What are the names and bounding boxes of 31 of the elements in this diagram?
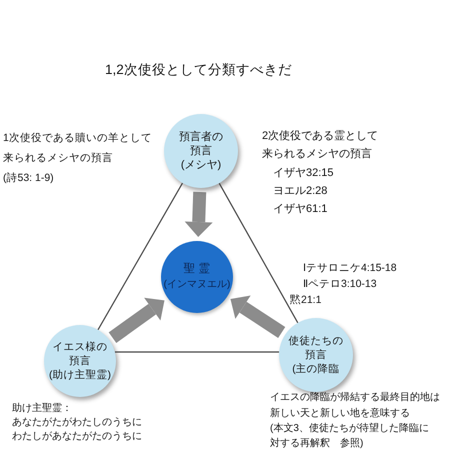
annotation-text: イエスの降臨が帰結する最終目的地は新しい天と新しい地を意味する: [270, 390, 441, 421]
node-title: 使徒たちの預言: [287, 334, 344, 362]
node-subtitle: (助け主聖霊): [49, 368, 111, 382]
node-subtitle: (主の降臨: [292, 362, 340, 376]
arrow: [230, 295, 286, 338]
verse-reference: Ⅰテサロニケ4:15-18: [303, 261, 398, 276]
verse-reference: (詩53: 1-9): [3, 171, 55, 186]
verse-reference: 黙21:1: [290, 293, 322, 308]
node-subtitle: (インマヌエル): [164, 278, 230, 292]
verse-reference: Ⅱペテロ3:10-13: [303, 277, 378, 292]
connector-line: [114, 351, 280, 353]
annotation-text: 助け主聖霊：: [12, 402, 73, 416]
node-subtitle: (メシヤ): [180, 158, 222, 172]
center-circle: [161, 241, 233, 313]
node-title: イエス様の預言: [51, 340, 108, 368]
annotation-text: (本文3、使徒たちが待望した降臨に対する再解釈 参照): [270, 422, 430, 450]
verse-reference: ヨエル2:28: [273, 184, 328, 199]
circle-node: [279, 318, 353, 392]
circle-node: [44, 325, 116, 397]
node-title: 聖 霊: [183, 262, 211, 277]
annotation-text: 1次使役である贖いの羊として来られるメシヤの預言: [3, 131, 153, 166]
annotation-text: あなたがたがわたしのうちにわたしがあなたがたのうちに: [12, 416, 143, 443]
diagram-title: 1,2次使役として分類すべきだ: [105, 61, 292, 79]
connector-line: [218, 182, 298, 324]
node-title: 預言者の預言: [178, 130, 224, 158]
verse-reference: イザヤ32:15: [273, 166, 335, 181]
connector-line: [97, 182, 184, 330]
annotation-text: 2次使役である霊として来られるメシヤの預言: [262, 129, 380, 162]
arrow: [184, 192, 213, 237]
verse-reference: イザヤ61:1: [273, 202, 328, 217]
arrow: [108, 298, 164, 343]
